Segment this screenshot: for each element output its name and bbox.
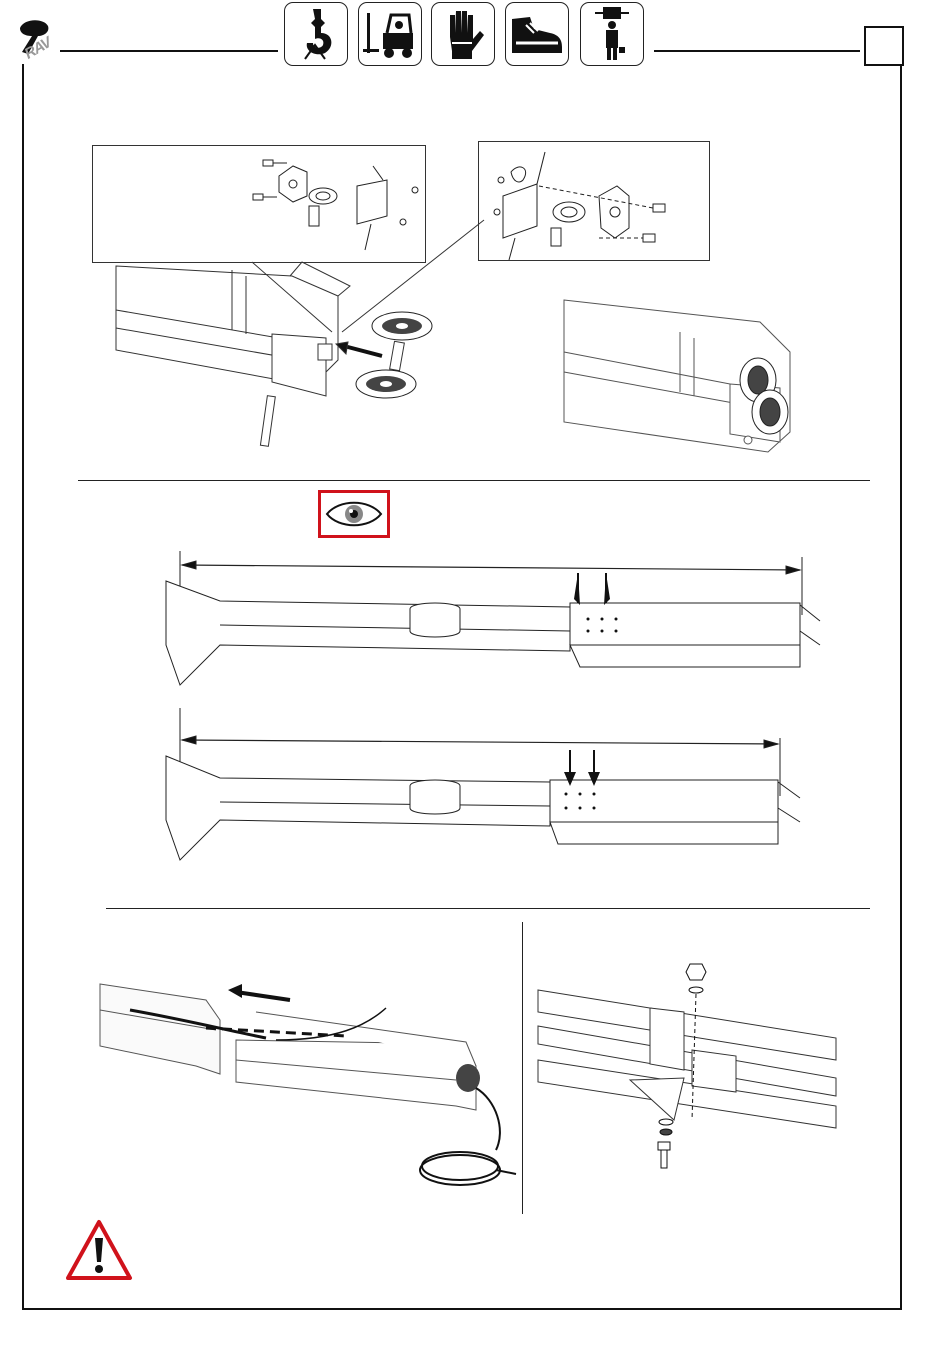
inspection-box <box>318 490 390 538</box>
empty-square-icon <box>864 26 904 66</box>
crane-hook-icon <box>284 2 348 66</box>
safety-shoe-icon <box>505 2 569 66</box>
forklift-icon <box>358 2 422 66</box>
beam-measure-2 <box>160 708 830 868</box>
pin-icon <box>390 341 405 370</box>
dimension-line <box>182 740 778 744</box>
section-divider-1 <box>78 480 870 481</box>
arrow-icon <box>344 346 382 356</box>
bolt-detail-figure <box>534 960 839 1175</box>
header-rule-right <box>654 50 860 52</box>
cable-routing-figure <box>96 970 521 1190</box>
header-rule-left <box>60 50 278 52</box>
lifting-load-icon <box>580 2 644 66</box>
beam-assembly-left <box>112 250 462 450</box>
safety-glove-icon <box>431 2 495 66</box>
warning-triangle-icon <box>64 1218 134 1282</box>
detail-box-left <box>92 145 426 263</box>
pin-icon <box>309 206 319 226</box>
eye-icon <box>321 493 387 535</box>
beam-measure-1 <box>160 545 830 690</box>
arrow-icon <box>236 992 290 1000</box>
bracket-icon <box>279 166 307 202</box>
detail-box-right <box>478 141 710 261</box>
section-divider-vertical <box>522 922 523 1214</box>
dimension-line <box>182 565 800 570</box>
pulley-icon <box>309 188 337 204</box>
plate-icon <box>357 166 418 250</box>
beam-assembled-right <box>560 292 810 462</box>
section-divider-2 <box>106 908 870 909</box>
arrow-icon <box>574 573 610 605</box>
